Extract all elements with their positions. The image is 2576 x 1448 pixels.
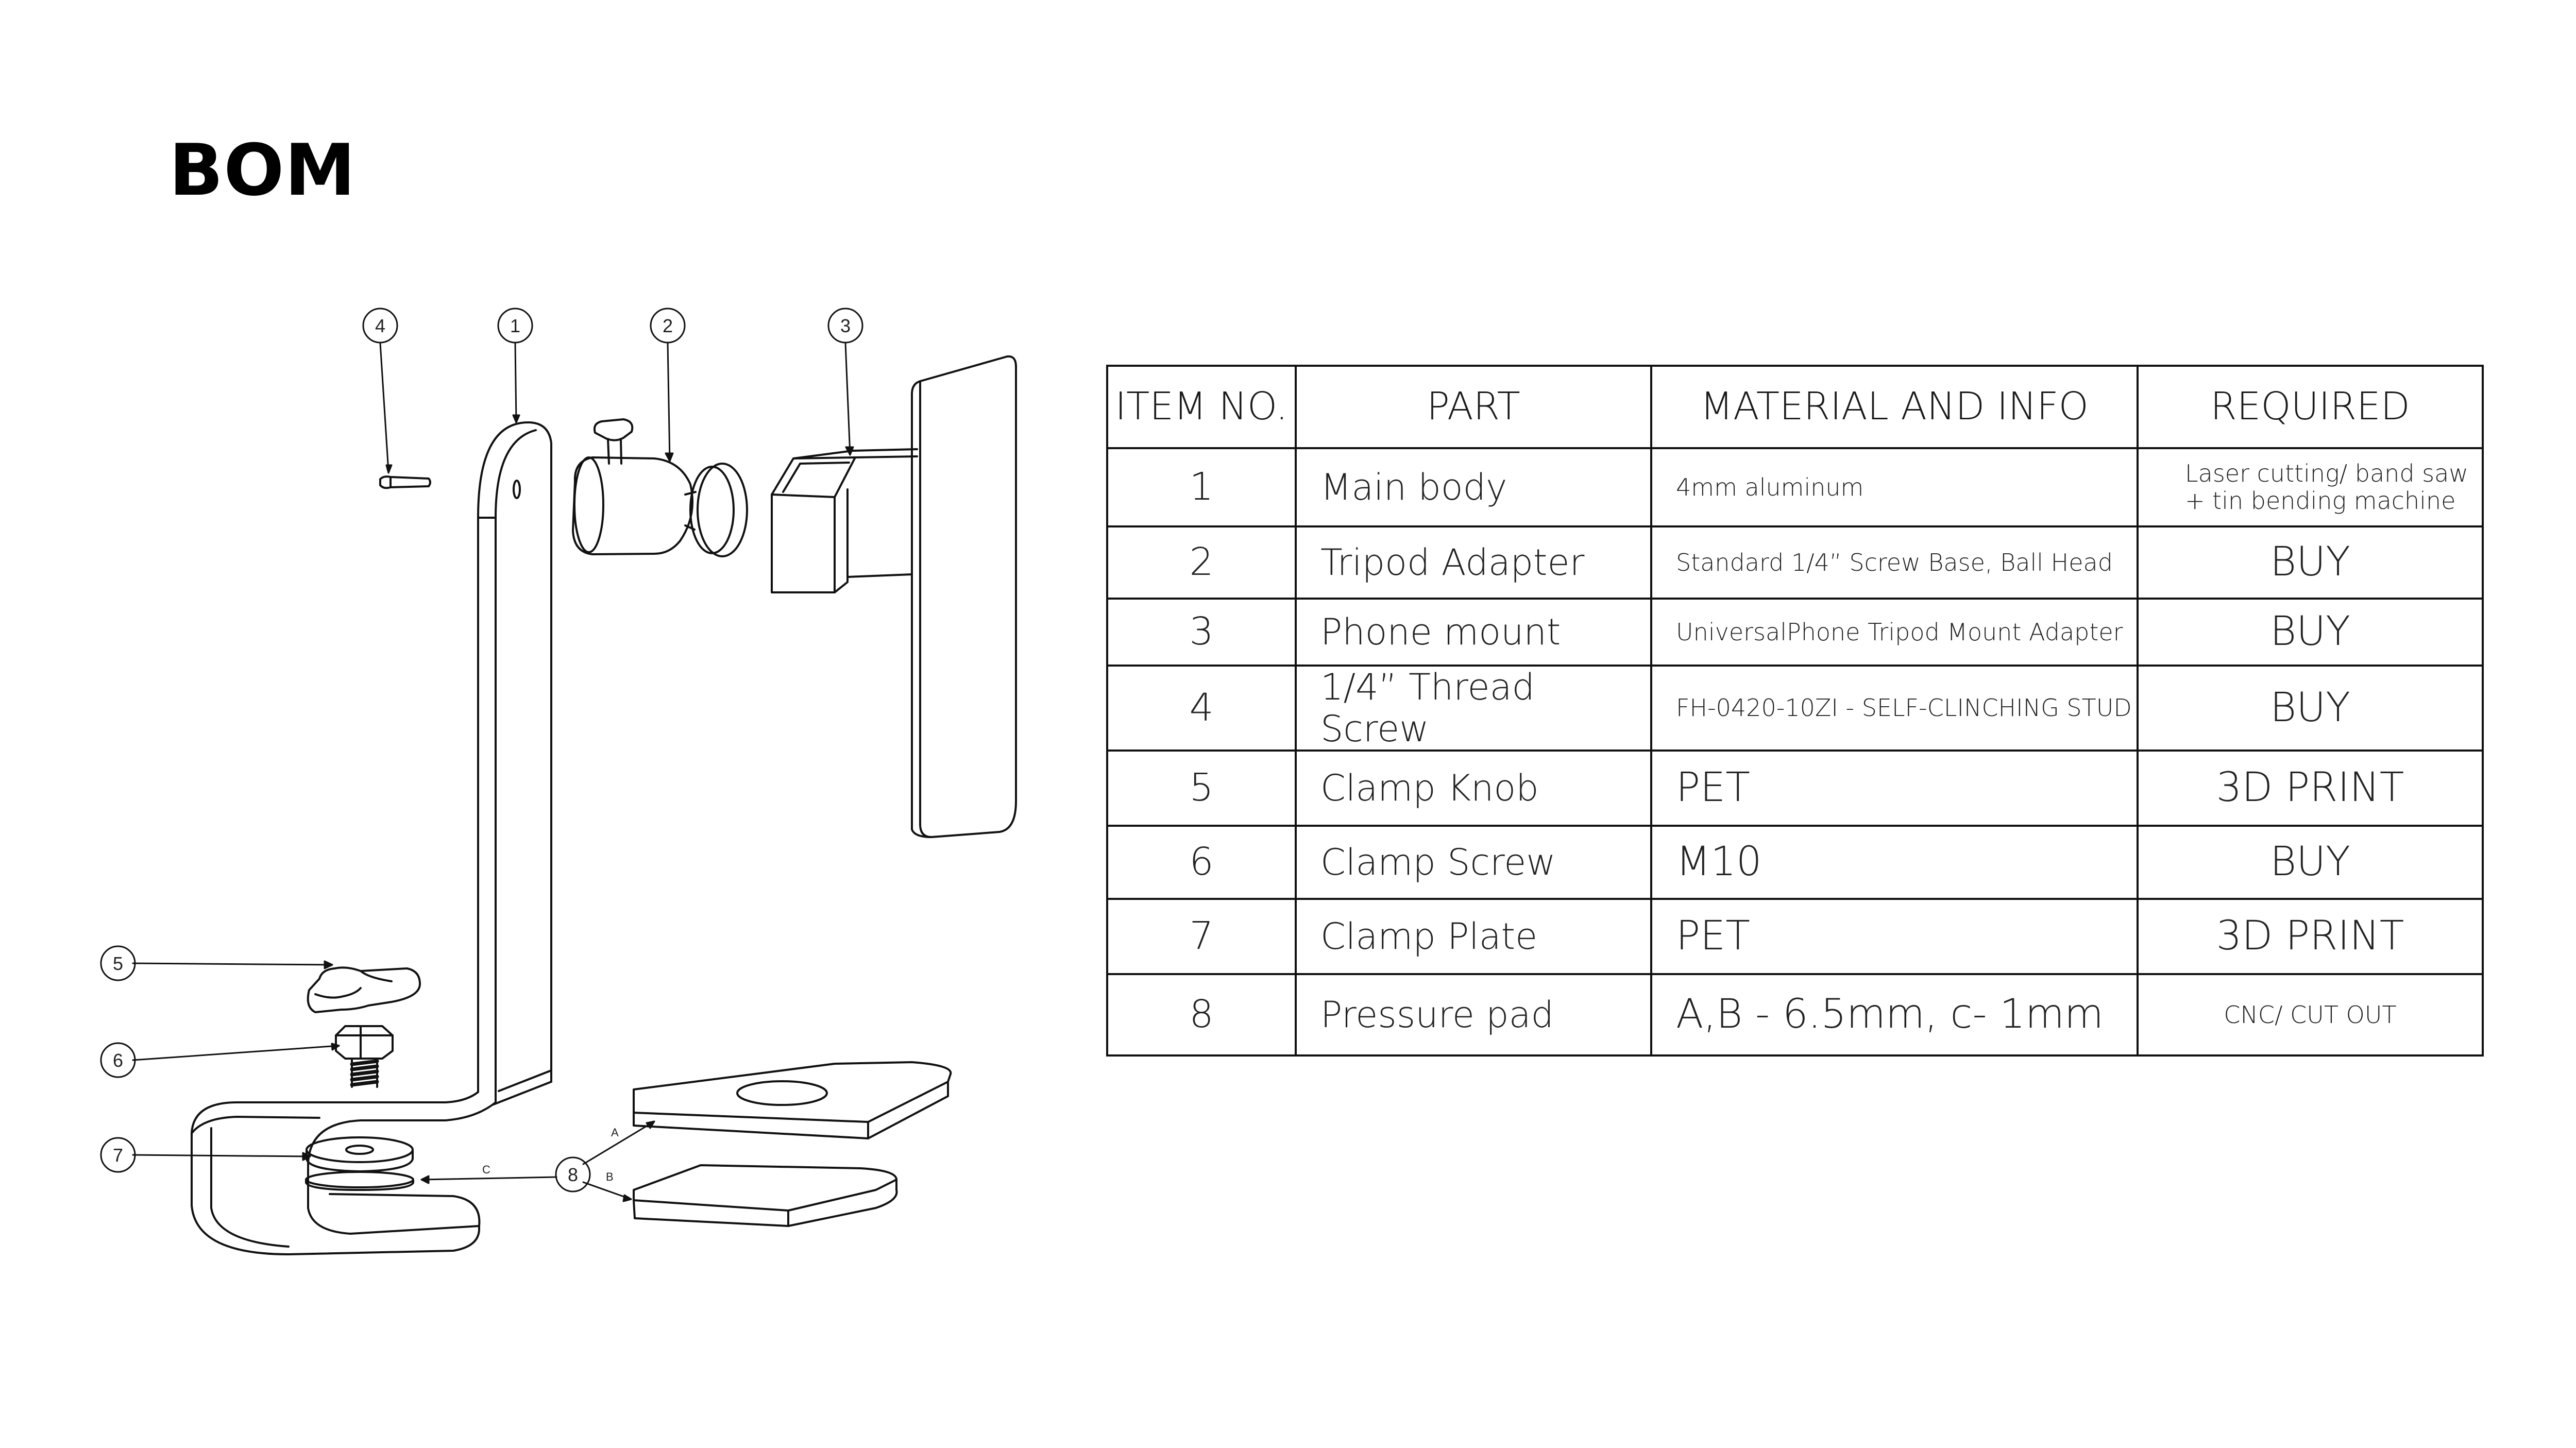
- balloon-label: 3: [840, 315, 851, 336]
- part-name: Phone mount: [1295, 598, 1652, 667]
- header-part: PART: [1295, 365, 1652, 449]
- material-info: PET: [1650, 749, 2139, 827]
- pad-letter-a: A: [611, 1126, 619, 1139]
- bom-header-row: ITEM NO. PART MATERIAL AND INFO REQUIRED: [1106, 365, 2484, 449]
- required-method: BUY: [2137, 598, 2484, 667]
- required-line-1: Laser cutting/ band saw: [2185, 459, 2468, 488]
- balloon-8: 8: [555, 1156, 591, 1193]
- balloon-4: 4: [362, 308, 398, 344]
- item-number: 6: [1106, 825, 1297, 900]
- phone-mount-part: [771, 355, 1017, 838]
- item-number: 4: [1106, 665, 1297, 752]
- required-method: 3D PRINT: [2137, 749, 2484, 827]
- item-number: 2: [1106, 525, 1297, 600]
- clamp-knob-part: [307, 966, 421, 1013]
- material-info: FH-0420-10ZI - SELF-CLINCHING STUD: [1650, 665, 2139, 752]
- material-info: 4mm aluminum: [1650, 447, 2139, 527]
- required-method: BUY: [2137, 525, 2484, 600]
- item-number: 7: [1106, 898, 1297, 975]
- clamp-screw-part: [335, 1025, 394, 1088]
- exploded-assembly-drawing: 4 1 2 3 5 6 7 8 A B C: [100, 308, 1017, 1255]
- pad-letter-c: C: [482, 1163, 490, 1176]
- balloon-7: 7: [100, 1137, 136, 1173]
- balloon-2: 2: [650, 308, 686, 344]
- material-info: A,B - 6.5mm, c- 1mm: [1650, 973, 2139, 1057]
- required-method: BUY: [2137, 665, 2484, 752]
- pad-letter-b: B: [606, 1170, 614, 1183]
- balloon-label: 6: [113, 1050, 123, 1071]
- part-name: 1/4” Thread Screw: [1295, 665, 1652, 752]
- balloon-label: 7: [113, 1145, 123, 1166]
- balloon-label: 8: [568, 1164, 578, 1185]
- part-name: Pressure pad: [1295, 973, 1652, 1057]
- part-name: Tripod Adapter: [1295, 525, 1652, 600]
- item-number: 5: [1106, 749, 1297, 827]
- thread-screw-part: [379, 475, 431, 489]
- required-method: 3D PRINT: [2137, 898, 2484, 975]
- main-body-part: [191, 421, 552, 1255]
- table-row: 8 Pressure pad A,B - 6.5mm, c- 1mm CNC/ …: [1106, 973, 2484, 1057]
- required-method: Laser cutting/ band saw + tin bending ma…: [2137, 447, 2484, 527]
- bom-table: ITEM NO. PART MATERIAL AND INFO REQUIRED…: [1106, 365, 2484, 1057]
- material-info: UniversalPhone Tripod Mount Adapter: [1650, 598, 2139, 667]
- item-number: 3: [1106, 598, 1297, 667]
- table-row: 4 1/4” Thread Screw FH-0420-10ZI - SELF-…: [1106, 665, 2484, 752]
- leader-lines: [132, 342, 854, 1202]
- balloon-3: 3: [827, 308, 863, 344]
- clamp-plate-part: [305, 1136, 414, 1191]
- part-name: Clamp Plate: [1295, 898, 1652, 975]
- part-name: Clamp Knob: [1295, 749, 1652, 827]
- balloon-label: 2: [663, 315, 673, 336]
- balloon-1: 1: [497, 308, 533, 344]
- pressure-pad-b-part: [633, 1164, 898, 1227]
- table-row: 6 Clamp Screw M10 BUY: [1106, 825, 2484, 900]
- balloon-label: 5: [113, 953, 123, 974]
- required-method: BUY: [2137, 825, 2484, 900]
- balloons: 4 1 2 3 5 6 7 8 A B C: [100, 308, 863, 1193]
- required-method: CNC/ CUT OUT: [2137, 973, 2484, 1057]
- table-row: 7 Clamp Plate PET 3D PRINT: [1106, 898, 2484, 975]
- table-row: 1 Main body 4mm aluminum Laser cutting/ …: [1106, 447, 2484, 527]
- table-row: 3 Phone mount UniversalPhone Tripod Moun…: [1106, 598, 2484, 667]
- header-item-no: ITEM NO.: [1106, 365, 1297, 449]
- required-line-2: + tin bending machine: [2185, 487, 2456, 515]
- header-required: REQUIRED: [2137, 365, 2484, 449]
- item-number: 1: [1106, 447, 1297, 527]
- pressure-pad-a-part: [633, 1061, 952, 1139]
- item-number: 8: [1106, 973, 1297, 1057]
- material-info: PET: [1650, 898, 2139, 975]
- balloon-5: 5: [100, 945, 136, 981]
- table-row: 5 Clamp Knob PET 3D PRINT: [1106, 749, 2484, 827]
- material-info: M10: [1650, 825, 2139, 900]
- table-row: 2 Tripod Adapter Standard 1/4” Screw Bas…: [1106, 525, 2484, 600]
- balloon-label: 4: [375, 315, 385, 336]
- page-title: BOM: [169, 129, 356, 212]
- balloon-label: 1: [510, 315, 520, 336]
- part-name: Clamp Screw: [1295, 825, 1652, 900]
- material-info: Standard 1/4” Screw Base, Ball Head: [1650, 525, 2139, 600]
- part-name: Main body: [1295, 447, 1652, 527]
- header-material: MATERIAL AND INFO: [1650, 365, 2139, 449]
- balloon-6: 6: [100, 1042, 136, 1078]
- tripod-adapter-part: [572, 418, 748, 557]
